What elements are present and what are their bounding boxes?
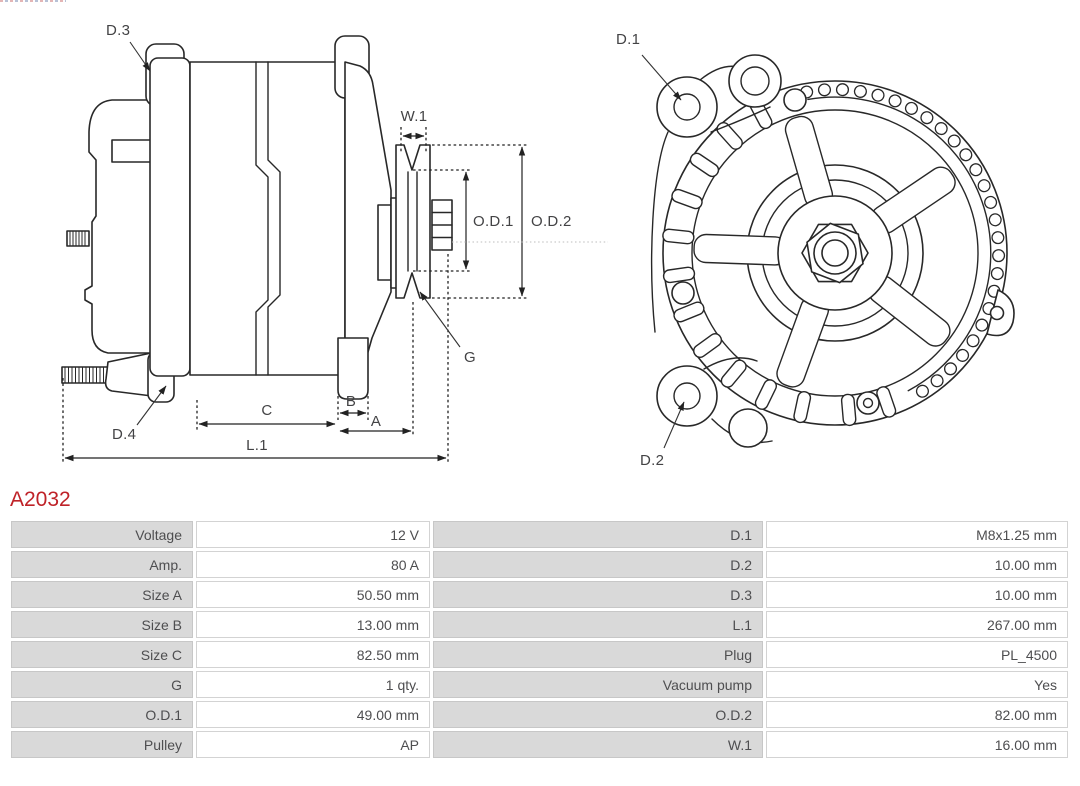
part-number: A2032: [10, 488, 71, 511]
front-view-drawing: [651, 54, 1015, 448]
front-view-dimensions: D.1 D.2: [616, 31, 685, 469]
spec-value-cell: 13.00 mm: [196, 611, 430, 638]
spec-value-cell: 50.50 mm: [196, 581, 430, 608]
spec-value-cell: M8x1.25 mm: [766, 521, 1068, 548]
dim-label-d2: D.2: [640, 452, 664, 469]
spec-label-cell: W.1: [433, 731, 763, 758]
dim-label-d1: D.1: [616, 31, 640, 48]
spec-value-cell: 12 V: [196, 521, 430, 548]
dim-label-od2: O.D.2: [531, 213, 572, 230]
spec-value-cell: 49.00 mm: [196, 701, 430, 728]
spec-label-cell: Plug: [433, 641, 763, 668]
spec-value-cell: 80 A: [196, 551, 430, 578]
spec-label-cell: D.3: [433, 581, 763, 608]
spec-label-cell: Voltage: [11, 521, 193, 548]
spec-label-cell: Size A: [11, 581, 193, 608]
edge-artifact: [0, 0, 66, 2]
dim-label-d3: D.3: [106, 22, 130, 39]
dim-label-od1: O.D.1: [473, 213, 514, 230]
dim-label-l1: L.1: [246, 437, 268, 454]
spec-value-cell: 82.00 mm: [766, 701, 1068, 728]
spec-label-cell: G: [11, 671, 193, 698]
spec-value-cell: AP: [196, 731, 430, 758]
side-view-dimensions: D.3 D.4 W.1 O.D.1 O.D.2 G C B A L.1: [62, 22, 608, 463]
dim-label-a: A: [371, 413, 381, 430]
spec-value-cell: 10.00 mm: [766, 581, 1068, 608]
table-row: G 1 qty. Vacuum pump Yes: [11, 671, 1068, 698]
spec-value-cell: 267.00 mm: [766, 611, 1068, 638]
spec-label-cell: O.D.1: [11, 701, 193, 728]
spec-label-cell: D.2: [433, 551, 763, 578]
spec-label-cell: Amp.: [11, 551, 193, 578]
spec-value-cell: Yes: [766, 671, 1068, 698]
spec-value-cell: 1 qty.: [196, 671, 430, 698]
dim-label-g: G: [464, 349, 476, 366]
spec-value-cell: PL_4500: [766, 641, 1068, 668]
table-row: O.D.1 49.00 mm O.D.2 82.00 mm: [11, 701, 1068, 728]
spec-label-cell: Vacuum pump: [433, 671, 763, 698]
spec-label-cell: L.1: [433, 611, 763, 638]
spec-value-cell: 10.00 mm: [766, 551, 1068, 578]
spec-label-cell: D.1: [433, 521, 763, 548]
table-row: Size B 13.00 mm L.1 267.00 mm: [11, 611, 1068, 638]
table-row: Size C 82.50 mm Plug PL_4500: [11, 641, 1068, 668]
alternator-diagram: D.3 D.4 W.1 O.D.1 O.D.2 G C B A L.1: [61, 22, 1015, 469]
spec-value-cell: 82.50 mm: [196, 641, 430, 668]
technical-drawings: D.3 D.4 W.1 O.D.1 O.D.2 G C B A L.1: [61, 22, 1015, 469]
side-view-drawing: [61, 35, 453, 403]
dim-label-c: C: [261, 402, 272, 419]
spec-label-cell: Pulley: [11, 731, 193, 758]
dim-label-d4: D.4: [112, 426, 136, 443]
table-row: Size A 50.50 mm D.3 10.00 mm: [11, 581, 1068, 608]
dim-label-b: B: [346, 393, 356, 410]
table-row: Pulley AP W.1 16.00 mm: [11, 731, 1068, 758]
table-row: Amp. 80 A D.2 10.00 mm: [11, 551, 1068, 578]
dim-label-w1: W.1: [401, 108, 428, 125]
spec-label-cell: Size C: [11, 641, 193, 668]
spec-value-cell: 16.00 mm: [766, 731, 1068, 758]
table-row: Voltage 12 V D.1 M8x1.25 mm: [11, 521, 1068, 548]
spec-label-cell: O.D.2: [433, 701, 763, 728]
spec-label-cell: Size B: [11, 611, 193, 638]
spec-table: Voltage 12 V D.1 M8x1.25 mm Amp. 80 A D.…: [8, 518, 1071, 761]
